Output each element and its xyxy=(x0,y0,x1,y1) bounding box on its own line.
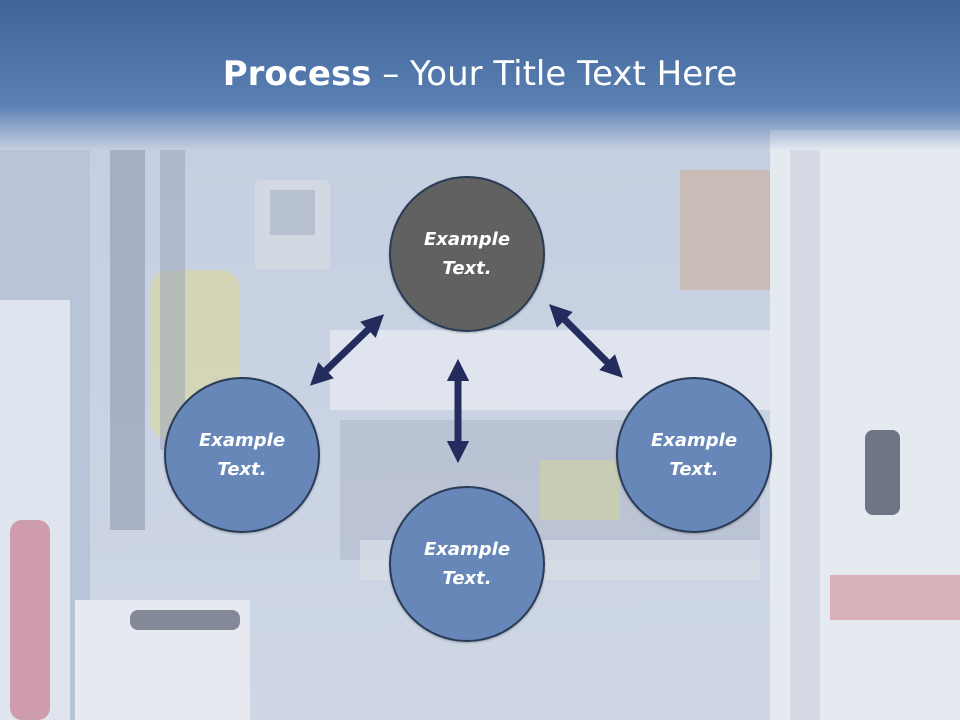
node-bottom[interactable]: Example Text. xyxy=(389,486,545,642)
arrow-top-right xyxy=(549,304,623,378)
node-right-label: Example Text. xyxy=(650,430,738,480)
title-band xyxy=(0,0,960,150)
node-top-label: Example Text. xyxy=(423,229,511,279)
node-left[interactable]: Example Text. xyxy=(164,377,320,533)
node-left-label: Example Text. xyxy=(198,430,286,480)
node-bottom-label: Example Text. xyxy=(423,539,511,589)
node-right[interactable]: Example Text. xyxy=(616,377,772,533)
title-rest: – Your Title Text Here xyxy=(371,54,738,94)
node-top[interactable]: Example Text. xyxy=(389,176,545,332)
arrow-top-left xyxy=(309,314,385,386)
slide-title: Process – Your Title Text Here xyxy=(0,52,960,96)
title-bold: Process xyxy=(222,54,372,94)
